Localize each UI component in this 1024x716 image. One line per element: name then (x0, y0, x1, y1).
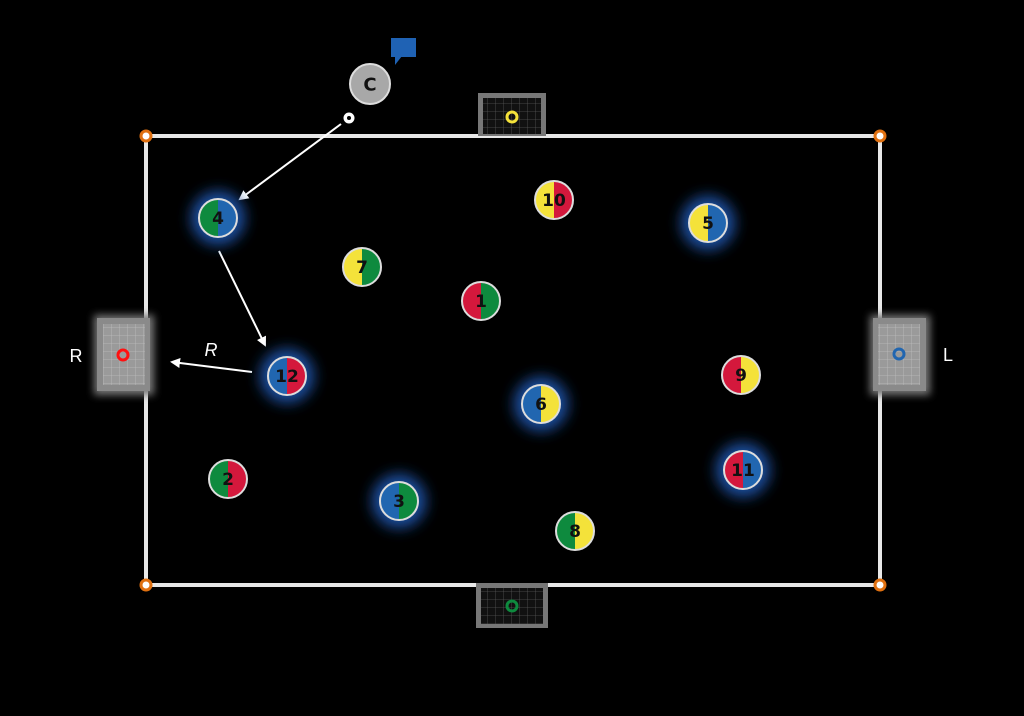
pass-arrow (238, 123, 342, 201)
field-boundary (144, 134, 882, 587)
player-left-half (722, 356, 741, 394)
player-6[interactable]: 6 (514, 377, 568, 431)
player-number: 11 (731, 461, 755, 481)
goal-marker-icon (505, 599, 519, 613)
player-right-half (218, 199, 237, 237)
coach-label: C (363, 75, 376, 96)
player-ring (208, 459, 248, 499)
player-right-half (743, 451, 762, 489)
goal-marker-icon (505, 110, 519, 124)
player-ring (721, 355, 761, 395)
goal-left[interactable] (94, 315, 154, 395)
speech-bubble-icon[interactable] (391, 38, 416, 65)
goal-top[interactable] (478, 93, 546, 136)
player-number: 6 (535, 395, 547, 415)
player-left-half (689, 204, 708, 242)
player-number: 12 (275, 367, 299, 387)
player-left-half (535, 181, 554, 219)
player-left-half (556, 512, 575, 550)
corner-cone-icon (873, 578, 887, 592)
player-number: 3 (393, 492, 405, 512)
corner-cone-icon (873, 129, 887, 143)
left-goal-label: R (70, 346, 83, 366)
player-7[interactable]: 7 (342, 247, 382, 287)
player-ring (723, 450, 763, 490)
player-ring (534, 180, 574, 220)
goal-bottom[interactable] (476, 583, 548, 628)
player-9[interactable]: 9 (721, 355, 761, 395)
player-11[interactable]: 11 (716, 443, 770, 497)
coach[interactable]: C (349, 63, 391, 105)
player-right-half (554, 181, 573, 219)
player-ring (521, 384, 561, 424)
player-number: 7 (356, 258, 368, 278)
player-right-half (541, 385, 560, 423)
player-1[interactable]: 1 (461, 281, 501, 321)
player-ring (198, 198, 238, 238)
player-number: 4 (212, 209, 224, 229)
player-10[interactable]: 10 (534, 180, 574, 220)
player-12[interactable]: 12 (260, 349, 314, 403)
player-right-half (362, 248, 381, 286)
corner-cone-icon (139, 578, 153, 592)
goal-marker-icon (116, 348, 130, 362)
corner-cone-icon (139, 129, 153, 143)
player-5[interactable]: 5 (681, 196, 735, 250)
pass-label: R (205, 340, 218, 360)
player-left-half (522, 385, 541, 423)
player-ring (688, 203, 728, 243)
player-number: 5 (702, 214, 714, 234)
player-ring (379, 481, 419, 521)
run-arrow (218, 250, 266, 347)
player-right-half (228, 460, 247, 498)
goal-right[interactable] (870, 315, 930, 395)
player-right-half (741, 356, 760, 394)
player-left-half (199, 199, 218, 237)
pass-arrows (170, 123, 342, 373)
player-left-half (268, 357, 287, 395)
player-left-half (380, 482, 399, 520)
corner-markers (139, 129, 887, 592)
player-number: 10 (542, 191, 566, 211)
player-8[interactable]: 8 (555, 511, 595, 551)
player-number: 8 (569, 522, 581, 542)
ball-icon[interactable] (342, 111, 356, 125)
right-goal-label: L (943, 345, 953, 365)
player-4[interactable]: 4 (191, 191, 245, 245)
player-right-half (575, 512, 594, 550)
player-right-half (708, 204, 727, 242)
player-left-half (462, 282, 481, 320)
player-right-half (287, 357, 306, 395)
player-left-half (343, 248, 362, 286)
player-ring (555, 511, 595, 551)
player-number: 2 (222, 470, 234, 490)
player-right-half (481, 282, 500, 320)
player-2[interactable]: 2 (208, 459, 248, 499)
player-left-half (209, 460, 228, 498)
player-ring (461, 281, 501, 321)
player-left-half (724, 451, 743, 489)
player-number: 9 (735, 366, 747, 386)
player-ring (342, 247, 382, 287)
goal-marker-icon (892, 347, 906, 361)
player-right-half (399, 482, 418, 520)
player-number: 1 (475, 292, 487, 312)
shot-arrow (170, 358, 253, 373)
player-3[interactable]: 3 (372, 474, 426, 528)
player-ring (267, 356, 307, 396)
